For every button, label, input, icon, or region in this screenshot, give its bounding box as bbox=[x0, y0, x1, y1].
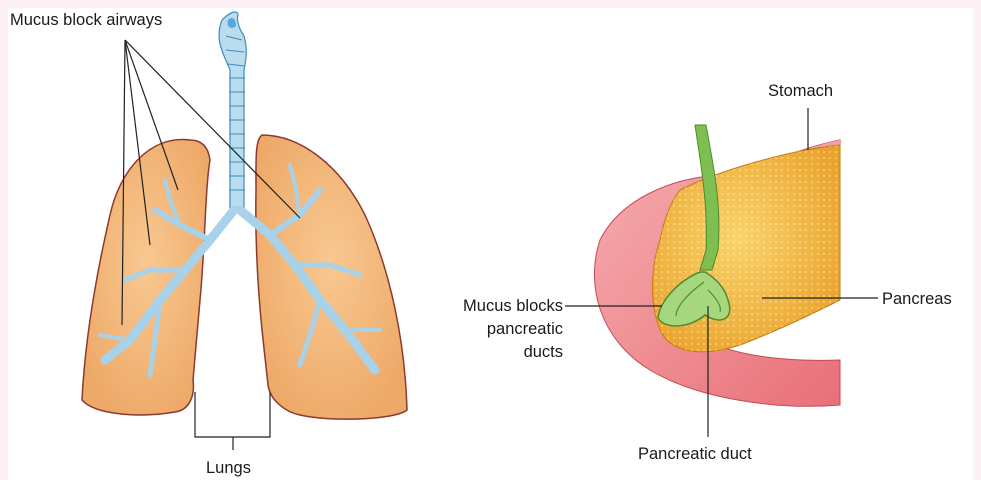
label-mucus-blocks-line1: Mucus blocks bbox=[400, 296, 563, 316]
trachea bbox=[219, 12, 246, 210]
left-lung bbox=[82, 140, 210, 415]
right-lung bbox=[256, 135, 407, 419]
label-pancreatic-duct: Pancreatic duct bbox=[638, 444, 752, 464]
label-pancreas: Pancreas bbox=[882, 289, 952, 309]
pancreas bbox=[653, 145, 841, 360]
label-mucus-blocks-line3: ducts bbox=[400, 342, 563, 362]
label-mucus-blocks-line2: pancreatic bbox=[400, 319, 563, 339]
label-mucus-block-airways: Mucus block airways bbox=[10, 10, 162, 30]
lungs-bracket bbox=[195, 392, 270, 450]
label-stomach: Stomach bbox=[768, 81, 833, 101]
label-lungs: Lungs bbox=[206, 458, 251, 478]
